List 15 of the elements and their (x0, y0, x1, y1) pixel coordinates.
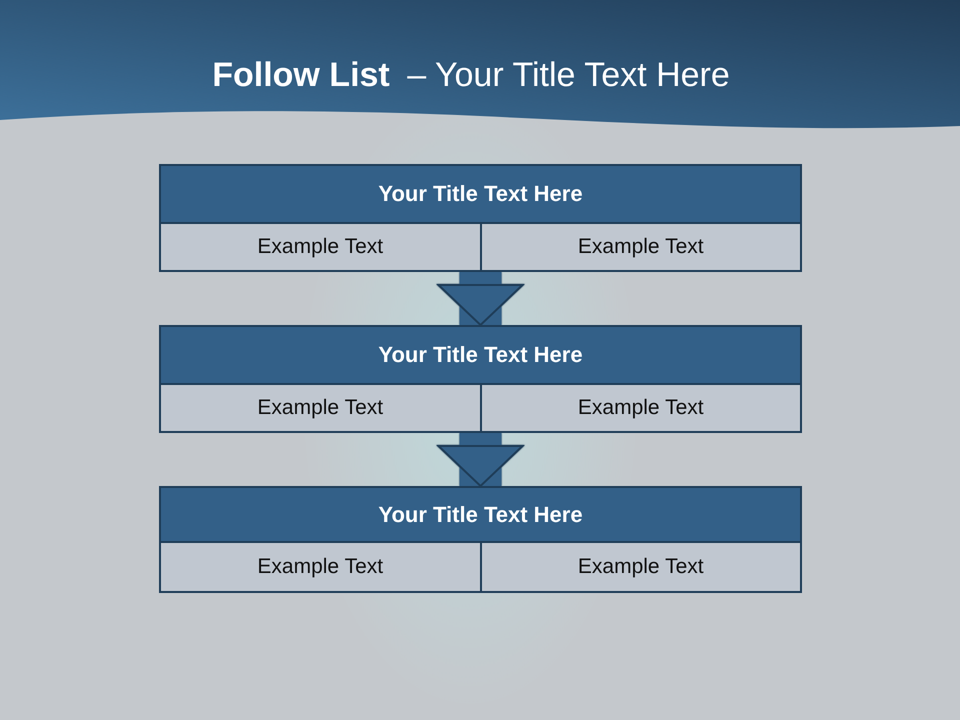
title-bar: Your Title Text Here (161, 327, 800, 383)
title-bar: Your Title Text Here (161, 166, 800, 222)
title-bar: Your Title Text Here (161, 488, 800, 541)
list-block (159, 164, 802, 272)
text-cell: Example Text (161, 543, 480, 591)
list-block (159, 325, 802, 433)
slide-title: Follow List – Your Title Text Here (212, 56, 730, 94)
block-arrow (438, 433, 524, 487)
block-arrow (438, 272, 524, 326)
text-cell: Example Text (482, 543, 800, 591)
text-cell: Example Text (161, 385, 480, 431)
text-cell: Example Text (161, 224, 480, 270)
text-cell: Example Text (482, 385, 800, 431)
list-block (159, 486, 802, 593)
text-cell: Example Text (482, 224, 800, 270)
